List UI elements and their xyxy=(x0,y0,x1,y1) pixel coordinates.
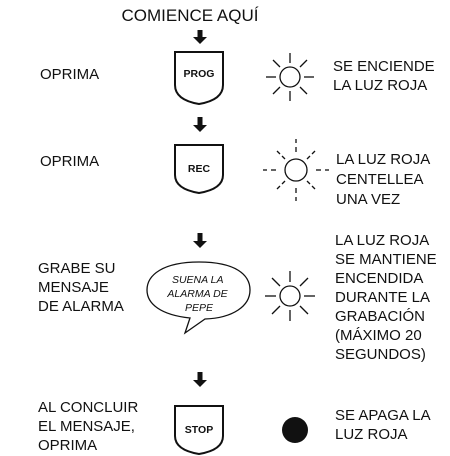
stop-button-label: STOP xyxy=(185,424,213,436)
step-1: OPRIMA PROG SE ENCIENDE LA LUZ ROJA xyxy=(40,51,439,106)
speech-bubble-text: SUENA LA ALARMA DE PEPE xyxy=(166,274,230,314)
red-light-on-icon xyxy=(266,53,314,101)
flow-arrow xyxy=(193,372,207,387)
step-1-action: OPRIMA xyxy=(40,66,99,83)
step-2-result: LA LUZ ROJA CENTELLEA UNA VEZ xyxy=(336,151,434,208)
step-3-result: LA LUZ ROJA SE MANTIENE ENCENDIDA DURANT… xyxy=(335,232,441,363)
flow-arrow xyxy=(193,30,207,44)
step-4-action: AL CONCLUIR EL MENSAJE, OPRIMA xyxy=(38,399,142,454)
flow-arrow xyxy=(193,233,207,248)
step-4: AL CONCLUIR EL MENSAJE, OPRIMA STOP SE A… xyxy=(38,399,434,456)
step-3: GRABE SU MENSAJE DE ALARMA SUENA LA ALAR… xyxy=(38,232,441,363)
step-4-result: SE APAGA LA LUZ ROJA xyxy=(335,407,434,443)
step-3-action: GRABE SU MENSAJE DE ALARMA xyxy=(38,260,124,315)
rec-button-label: REC xyxy=(188,163,211,175)
step-2-action: OPRIMA xyxy=(40,153,99,170)
step-1-result: SE ENCIENDE LA LUZ ROJA xyxy=(333,58,439,94)
rec-button[interactable]: REC xyxy=(174,144,224,195)
prog-button[interactable]: PROG xyxy=(174,51,224,106)
step-2: OPRIMA REC LA LUZ ROJA CEN xyxy=(40,139,434,208)
red-light-on-icon xyxy=(265,271,315,321)
stop-button[interactable]: STOP xyxy=(174,405,224,456)
diagram-title: COMIENCE AQUÍ xyxy=(122,6,259,25)
prog-button-label: PROG xyxy=(184,68,215,80)
red-light-blink-icon xyxy=(263,139,329,201)
red-light-off-icon xyxy=(282,417,308,443)
flow-arrow xyxy=(193,117,207,132)
speech-bubble: SUENA LA ALARMA DE PEPE xyxy=(146,261,251,335)
